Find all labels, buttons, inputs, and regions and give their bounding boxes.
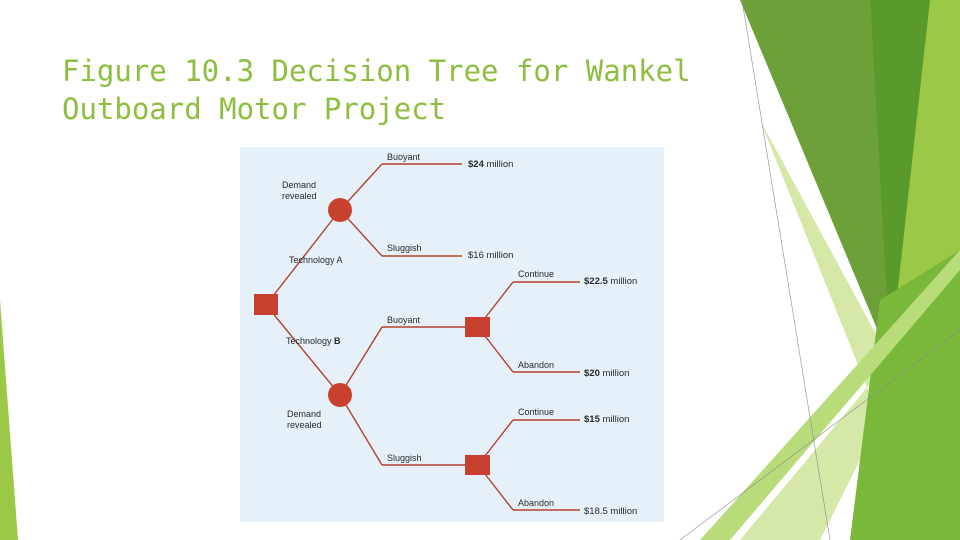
title-line-2: Outboard Motor Project — [62, 92, 447, 126]
bb-abandon-label: Abandon — [518, 360, 554, 370]
bb-continue-value-unit: million — [608, 276, 638, 287]
left-edge-shape — [0, 300, 18, 540]
decision-node-b-buoyant — [465, 317, 490, 337]
a-buoyant-value-amount: $24 — [468, 159, 485, 170]
demand-revealed-b-line2: revealed — [287, 420, 322, 430]
right-bottom-shape — [850, 250, 960, 540]
right-mid-shape — [870, 0, 930, 360]
a-buoyant-value-unit: million — [484, 159, 514, 170]
demand-revealed-b-line1: Demand — [287, 409, 321, 419]
decision-tree: Demand revealed Technology A Buoyant Slu… — [254, 152, 637, 517]
root-decision-node — [254, 294, 278, 315]
demand-revealed-a-line2: revealed — [282, 191, 317, 201]
right-bottom-light-shape — [700, 250, 960, 540]
bs-continue-value-amount: $15 — [584, 414, 601, 425]
right-pale-shape — [740, 120, 890, 540]
bb-abandon-value-unit: million — [600, 368, 630, 379]
a-sluggish-value: $16 million — [468, 250, 513, 261]
edge-root-to-demand-b — [265, 304, 341, 396]
a-sluggish-label: Sluggish — [387, 243, 422, 253]
demand-revealed-a-line1: Demand — [282, 180, 316, 190]
bs-abandon-label: Abandon — [518, 498, 554, 508]
b-buoyant-label: Buoyant — [387, 315, 421, 325]
edge-b-sluggish — [339, 394, 383, 466]
a-sluggish-value-unit: million — [484, 250, 514, 261]
decision-node-b-sluggish — [465, 455, 490, 475]
bs-continue-label: Continue — [518, 407, 554, 417]
bb-continue-value-amount: $22.5 — [584, 276, 608, 287]
bb-abandon-value: $20 million — [584, 368, 629, 379]
right-dark-shape — [740, 0, 890, 360]
bb-continue-value: $22.5 million — [584, 276, 637, 287]
a-buoyant-value: $24 million — [468, 159, 513, 170]
bs-abandon-value: $18.5 million — [584, 506, 637, 517]
a-buoyant-label: Buoyant — [387, 152, 421, 162]
bs-abandon-value-amount: $18.5 — [584, 506, 608, 517]
bs-abandon-value-unit: million — [608, 506, 638, 517]
edge-root-to-demand-a — [265, 209, 341, 306]
edge-b-buoyant — [339, 326, 383, 396]
slide-title: Figure 10.3 Decision Tree for Wankel Out… — [62, 52, 722, 128]
chance-node-b — [328, 383, 352, 407]
technology-b-label-text: Technology — [286, 336, 334, 346]
title-line-1: Figure 10.3 Decision Tree for Wankel — [62, 54, 691, 88]
bs-continue-value-unit: million — [600, 414, 630, 425]
b-sluggish-label: Sluggish — [387, 453, 422, 463]
technology-b-label: Technology B — [286, 336, 341, 346]
bb-continue-label: Continue — [518, 269, 554, 279]
decision-tree-figure: Demand revealed Technology A Buoyant Slu… — [240, 147, 664, 522]
bs-continue-value: $15 million — [584, 414, 629, 425]
bb-abandon-value-amount: $20 — [584, 368, 600, 379]
a-sluggish-value-amount: $16 — [468, 250, 484, 261]
technology-a-label: Technology A — [289, 255, 343, 265]
deco-line-1 — [741, 0, 831, 540]
deco-line-2 — [679, 329, 960, 540]
chance-node-a — [328, 198, 352, 222]
technology-b-label-letter: B — [334, 336, 341, 346]
